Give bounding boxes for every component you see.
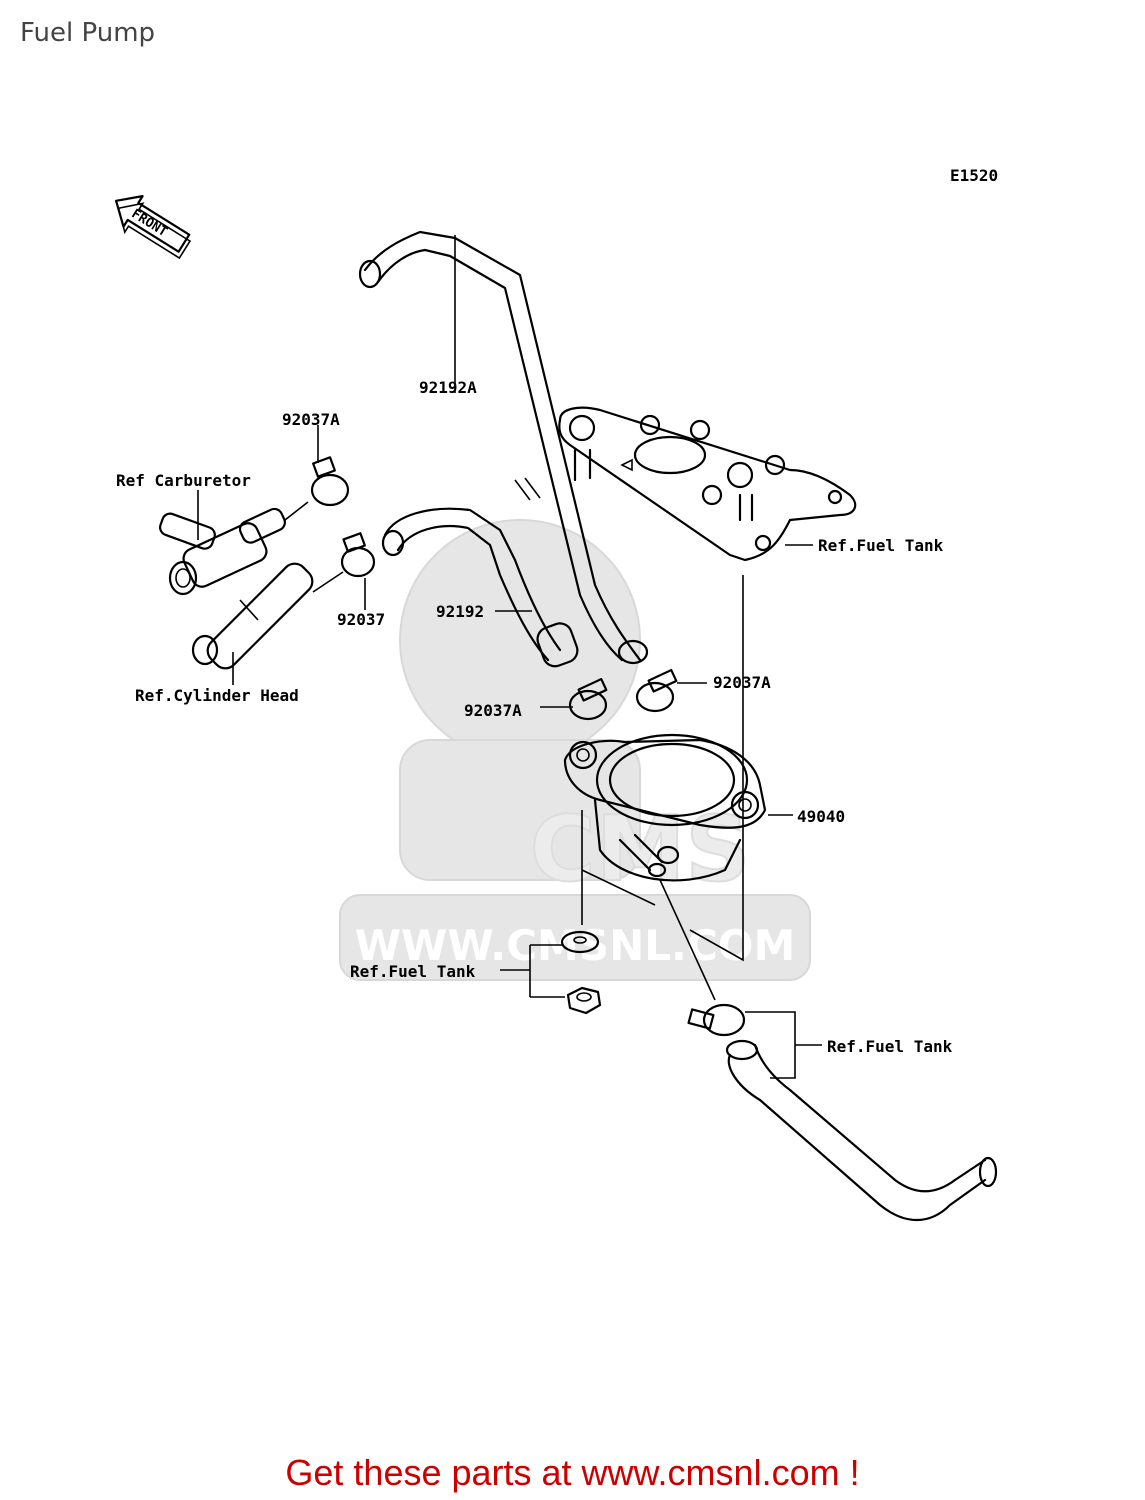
label-ref-cylinder-head: Ref.Cylinder Head bbox=[135, 686, 299, 705]
clamp-92037a-right bbox=[635, 668, 678, 713]
label-ref-fuel-tank-bottom: Ref.Fuel Tank bbox=[827, 1037, 953, 1056]
bottom-hose bbox=[725, 1039, 998, 1222]
watermark-logo: CMS bbox=[530, 797, 750, 902]
hose-92192 bbox=[381, 507, 579, 668]
clamp-bottom bbox=[687, 1003, 746, 1037]
clamp-92037 bbox=[340, 532, 376, 578]
promo-link[interactable]: Get these parts at www.cmsnl.com ! bbox=[285, 1452, 860, 1493]
leader-lines bbox=[197, 235, 822, 1079]
label-49040: 49040 bbox=[797, 807, 845, 826]
bracket-plate bbox=[558, 406, 857, 562]
cylinder-head-pipe bbox=[191, 562, 314, 670]
carburetor-tee-fitting bbox=[159, 507, 286, 596]
clamp-92037a-top bbox=[310, 456, 350, 507]
diagram-code: E1520 bbox=[950, 166, 998, 185]
label-ref-carburetor: Ref Carburetor bbox=[116, 471, 251, 490]
washer bbox=[560, 930, 600, 954]
page-title: Fuel Pump bbox=[20, 18, 156, 48]
label-92037a-mid: 92037A bbox=[464, 701, 522, 720]
label-92037a-top: 92037A bbox=[282, 410, 340, 429]
watermark-url: WWW.CMSNL.COM bbox=[355, 921, 796, 970]
hose-92192a bbox=[358, 230, 649, 665]
label-92037: 92037 bbox=[337, 610, 385, 629]
watermark: WWW.CMSNL.COM CMS bbox=[339, 519, 811, 981]
label-ref-fuel-tank-top: Ref.Fuel Tank bbox=[818, 536, 944, 555]
nut bbox=[566, 986, 602, 1015]
label-92037a-right: 92037A bbox=[713, 673, 771, 692]
label-ref-fuel-tank-left: Ref.Fuel Tank bbox=[350, 962, 476, 981]
fuel-pump-49040 bbox=[563, 733, 767, 882]
front-arrow-icon: FRONT bbox=[114, 195, 192, 260]
label-92192a: 92192A bbox=[419, 378, 477, 397]
label-92192: 92192 bbox=[436, 602, 484, 621]
clamp-92037a-mid bbox=[568, 677, 608, 721]
